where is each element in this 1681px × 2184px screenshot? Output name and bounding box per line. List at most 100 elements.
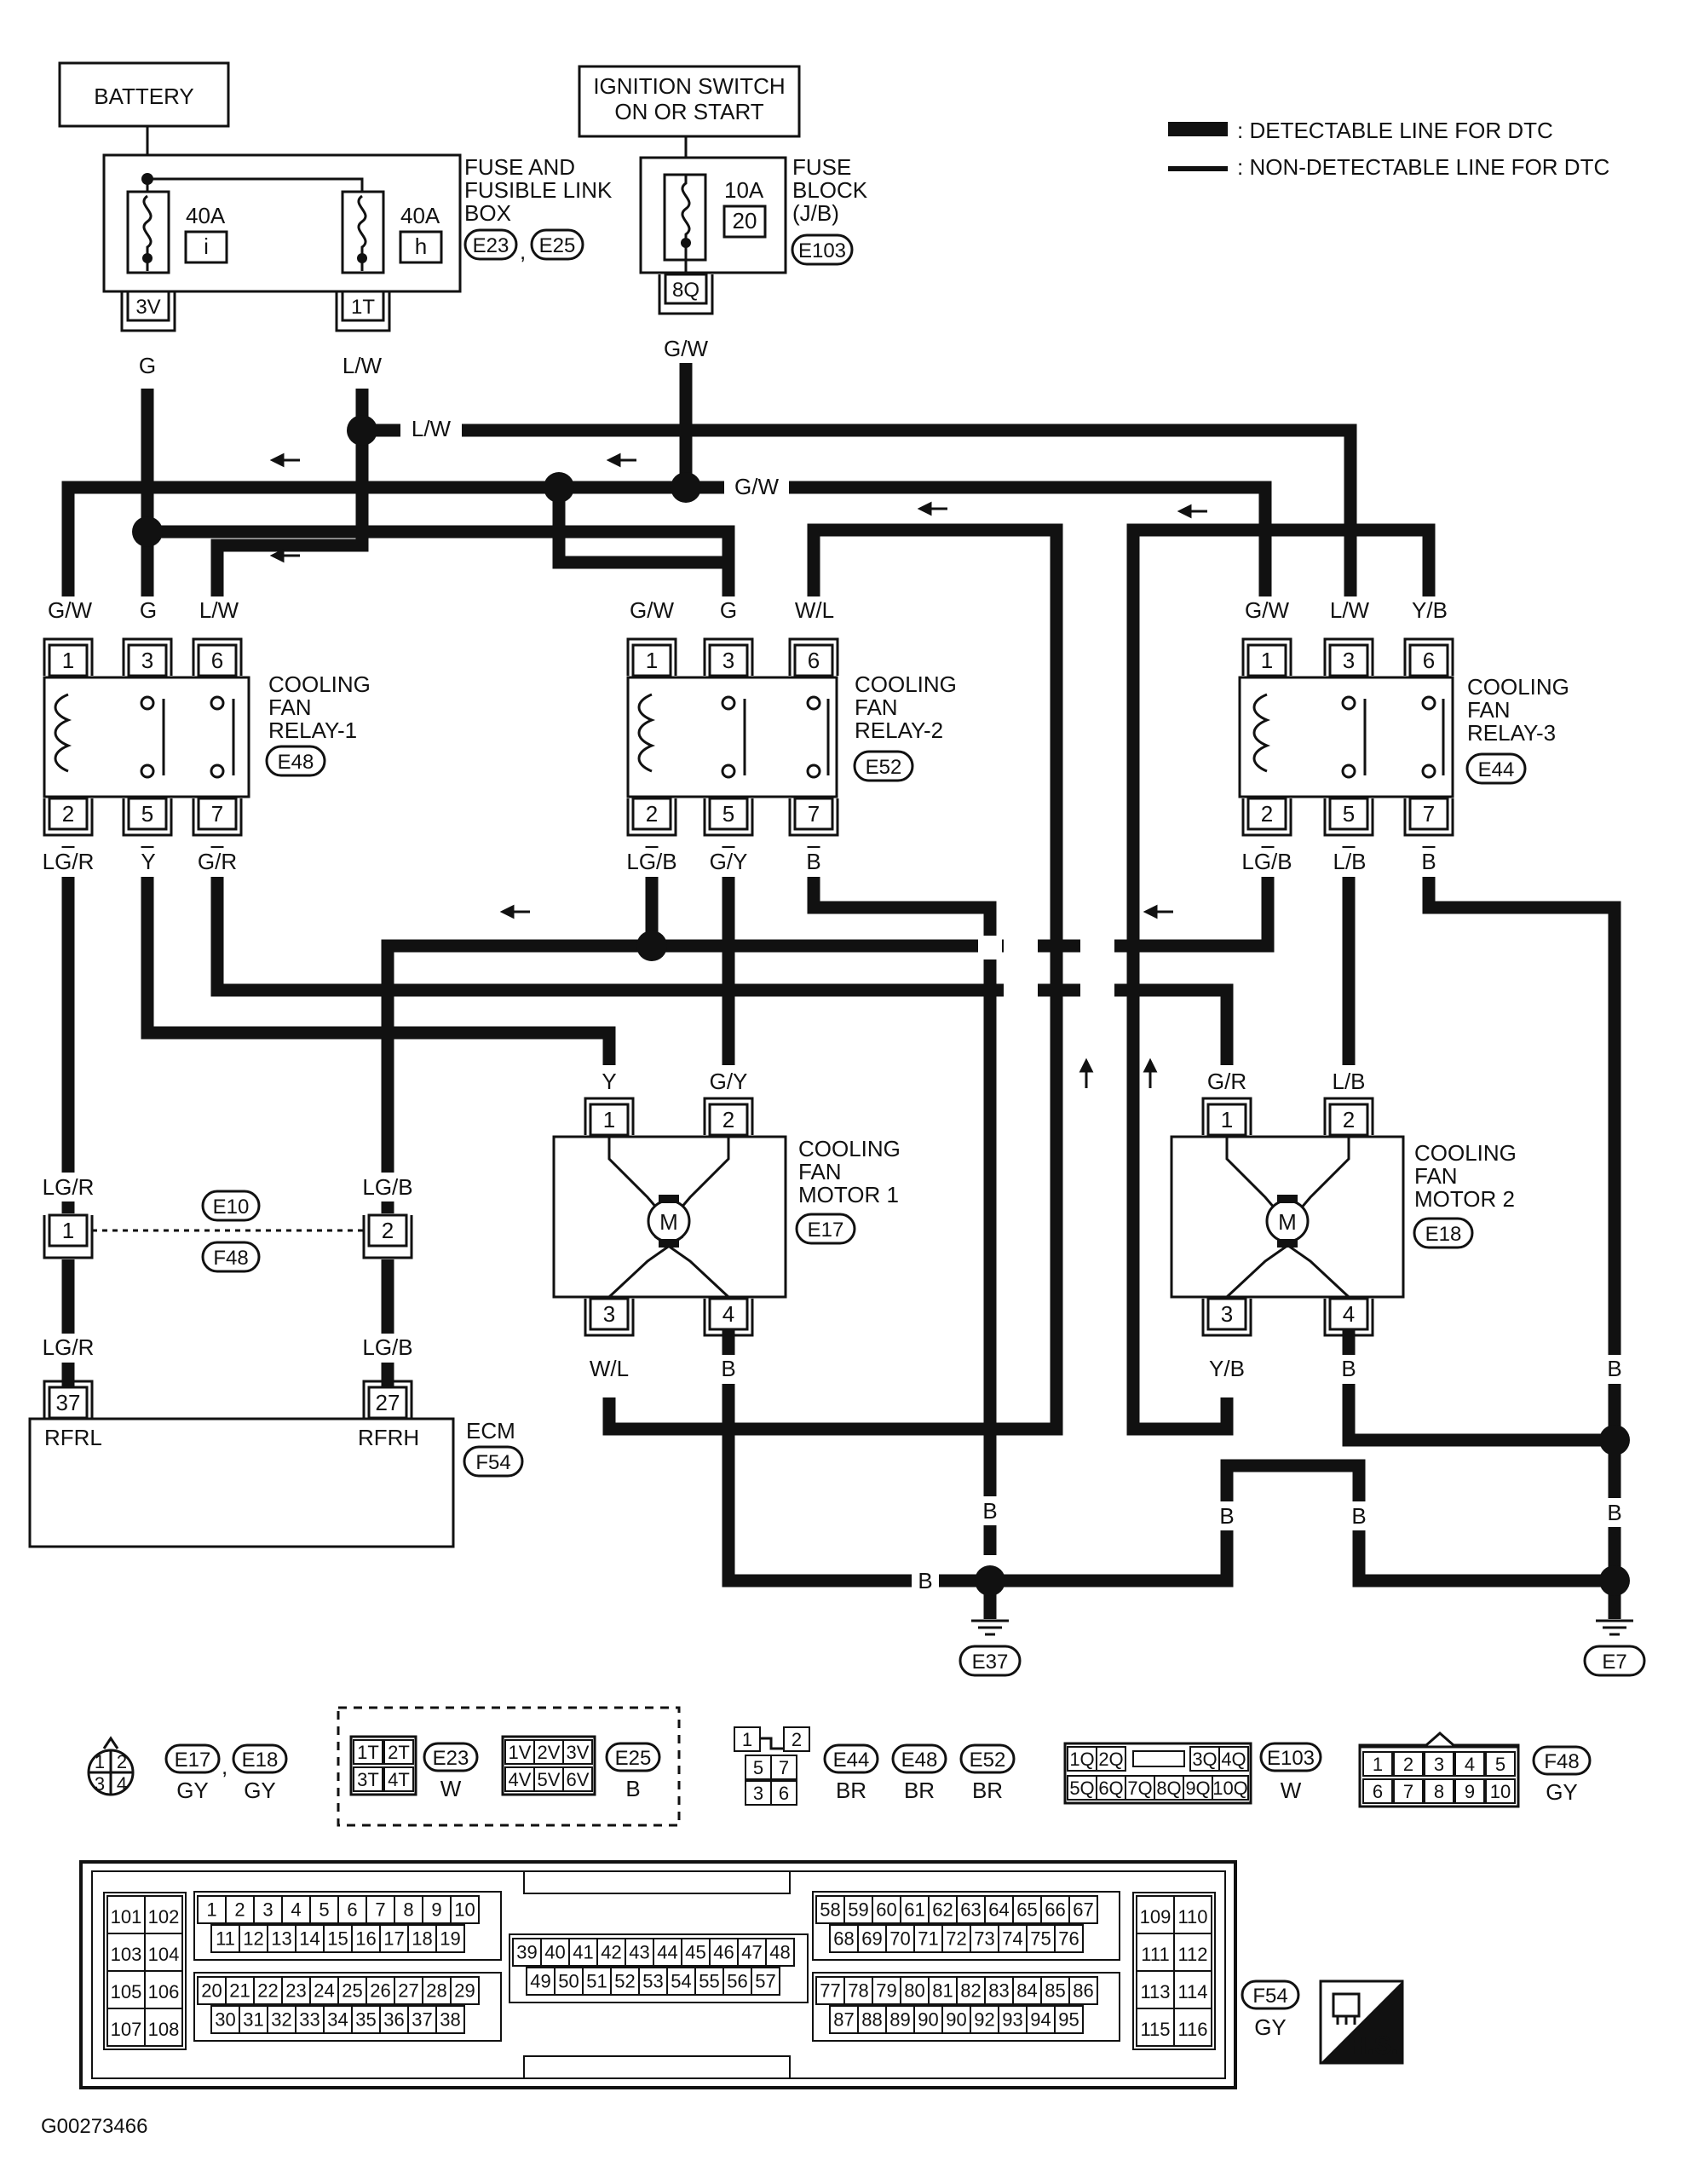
pin-label: 84 — [1016, 1979, 1037, 2001]
svg-text:RELAY-1: RELAY-1 — [268, 717, 357, 743]
svg-text:ECM: ECM — [466, 1418, 515, 1444]
fuse-h-id: h — [415, 233, 427, 259]
svg-text:M: M — [1278, 1209, 1297, 1235]
svg-text:2: 2 — [1261, 801, 1273, 827]
svg-text:COOLING: COOLING — [1414, 1140, 1517, 1166]
svg-text:2: 2 — [1343, 1107, 1355, 1132]
legend-detectable: : DETECTABLE LINE FOR DTC — [1237, 118, 1553, 143]
pin-label: 90 — [918, 2008, 938, 2030]
svg-text:G/R: G/R — [1207, 1069, 1246, 1094]
svg-text:G/W: G/W — [48, 597, 92, 623]
svg-text:L/B: L/B — [1333, 849, 1366, 874]
svg-text:Y: Y — [141, 849, 155, 874]
pin-label: 69 — [861, 1928, 882, 1949]
pin-label: 62 — [932, 1899, 953, 1920]
pin-label: 60 — [876, 1899, 896, 1920]
svg-text:COOLING: COOLING — [798, 1136, 901, 1161]
pin-label: 112 — [1177, 1944, 1207, 1965]
svg-text:3: 3 — [603, 1301, 615, 1327]
pin-label: 34 — [327, 2008, 348, 2030]
pin-label: 44 — [657, 1941, 677, 1962]
pin-label: 5 — [319, 1899, 329, 1920]
pin-label: 20 — [201, 1979, 222, 2001]
pin-label: 94 — [1030, 2008, 1051, 2030]
svg-text:COOLING: COOLING — [855, 671, 957, 697]
pin-label: 67 — [1073, 1899, 1093, 1920]
svg-text:B: B — [1607, 1500, 1621, 1525]
svg-text:FUSE AND: FUSE AND — [464, 154, 575, 180]
pin-label: 115 — [1140, 2019, 1170, 2040]
pin-label: 73 — [974, 1928, 994, 1949]
svg-text:2T: 2T — [388, 1742, 410, 1763]
svg-text:1T: 1T — [357, 1742, 379, 1763]
svg-text:7: 7 — [1423, 801, 1435, 827]
pin-label: 39 — [516, 1941, 537, 1962]
pin-label: 74 — [1002, 1928, 1022, 1949]
svg-text:1: 1 — [603, 1107, 615, 1132]
svg-text:W/L: W/L — [590, 1356, 629, 1381]
svg-text:Y/B: Y/B — [1209, 1356, 1245, 1381]
pin-label: 4 — [291, 1899, 301, 1920]
pin-label: 45 — [685, 1941, 705, 1962]
term-3v: 3V — [135, 296, 160, 319]
pin-label: 31 — [243, 2008, 263, 2030]
svg-text:B: B — [1219, 1503, 1234, 1529]
svg-text:G: G — [140, 597, 157, 623]
svg-text:(J/B): (J/B) — [792, 200, 839, 226]
svg-text:E103: E103 — [1267, 1747, 1315, 1770]
pin-label: 83 — [988, 1979, 1009, 2001]
fuse-i-id: i — [204, 233, 209, 259]
svg-text:7: 7 — [779, 1757, 789, 1778]
svg-text:B: B — [806, 849, 820, 874]
harness — [61, 356, 1621, 1619]
svg-text:3: 3 — [753, 1783, 763, 1804]
svg-text:E44: E44 — [833, 1749, 870, 1772]
svg-text:6: 6 — [1423, 648, 1435, 673]
svg-text:5Q: 5Q — [1069, 1778, 1094, 1799]
pin-label: 29 — [454, 1979, 475, 2001]
svg-text:5: 5 — [753, 1757, 763, 1778]
pin-label: 79 — [876, 1979, 896, 2001]
svg-text:1: 1 — [646, 648, 658, 673]
pin-label: 55 — [699, 1970, 719, 1991]
svg-text:4: 4 — [117, 1773, 127, 1795]
pin-label: 40 — [544, 1941, 565, 1962]
pin-label: 22 — [257, 1979, 278, 2001]
svg-text:RFRH: RFRH — [358, 1425, 419, 1450]
pin-label: 75 — [1030, 1928, 1051, 1949]
svg-text:IGNITION SWITCH: IGNITION SWITCH — [593, 73, 785, 99]
fuse-block: 10A 20 8Q — [639, 156, 787, 315]
svg-text:3: 3 — [722, 648, 734, 673]
pin-label: 35 — [355, 2008, 376, 2030]
svg-text:E18: E18 — [242, 1749, 279, 1772]
crossing-gaps — [978, 936, 1114, 1004]
svg-text:F48: F48 — [1544, 1750, 1579, 1773]
pin-label: 11 — [216, 1928, 235, 1949]
pin-label: 106 — [148, 1981, 180, 2002]
svg-text:1: 1 — [95, 1751, 105, 1772]
connector-view-e103: 1Q 2Q 3Q 4Q 5Q 6Q 7Q 8Q 9Q 10Q E103 W — [1063, 1742, 1322, 1805]
pin-label: 7 — [375, 1899, 385, 1920]
svg-text:2: 2 — [646, 801, 658, 827]
pin-label: 46 — [713, 1941, 734, 1962]
svg-text:W: W — [440, 1776, 462, 1801]
svg-text:E23: E23 — [433, 1747, 469, 1770]
svg-text:G/Y: G/Y — [710, 849, 748, 874]
conn-e44: E44 — [1478, 758, 1515, 781]
pin-label: 114 — [1177, 1981, 1207, 2002]
svg-text:5: 5 — [1495, 1754, 1505, 1775]
pin-label: 6 — [347, 1899, 357, 1920]
svg-text:10A: 10A — [724, 177, 764, 203]
cooling-fan-motor-1: M 1 2 3 4 COOLING FAN MOTOR 1 E17 — [552, 1097, 901, 1337]
pin-label: 104 — [148, 1944, 180, 1965]
svg-text:LG/B: LG/B — [1241, 849, 1292, 874]
pin-label: 86 — [1073, 1979, 1093, 2001]
pin-label: 48 — [769, 1941, 790, 1962]
joint-connector: 1 2 E10 F48 — [43, 1190, 413, 1273]
svg-text:10: 10 — [1490, 1781, 1511, 1802]
svg-text:L/W: L/W — [1330, 597, 1370, 623]
svg-text:2: 2 — [382, 1218, 394, 1243]
conn-e23: E23 — [473, 234, 509, 257]
